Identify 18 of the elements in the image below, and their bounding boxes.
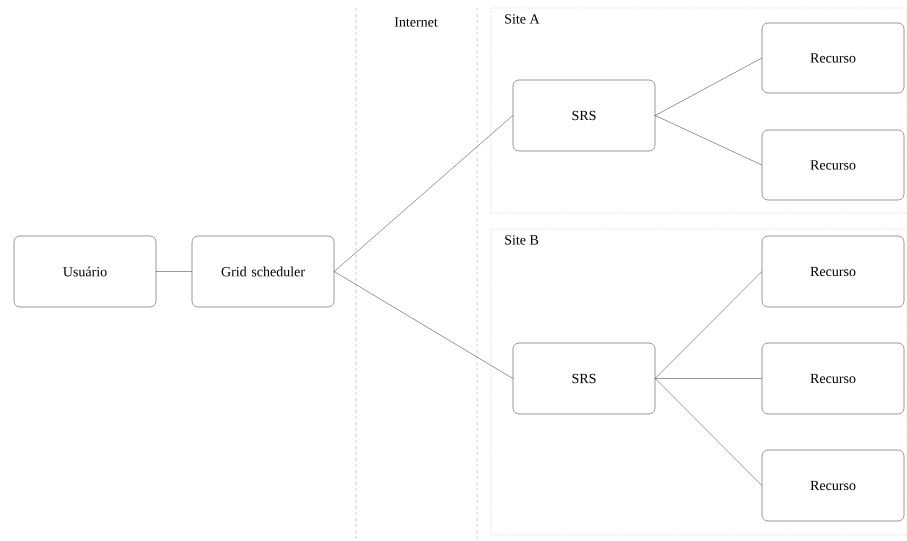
process-box: Recurso bbox=[762, 450, 904, 522]
connector-line bbox=[655, 271, 762, 379]
zone-label: Internet bbox=[394, 17, 438, 27]
connector-line bbox=[334, 115, 513, 272]
process-box: SRS bbox=[512, 342, 656, 414]
connector-line bbox=[334, 271, 513, 379]
process-box: Usuário bbox=[14, 236, 156, 308]
process-box: Recurso bbox=[762, 130, 904, 200]
process-box: Recurso bbox=[762, 342, 904, 414]
connector-line bbox=[655, 58, 762, 116]
connector-line bbox=[655, 115, 762, 166]
process-box: Grid scheduler bbox=[192, 236, 334, 308]
connector-line bbox=[655, 378, 762, 486]
process-box: Recurso bbox=[762, 22, 904, 94]
connector-line bbox=[655, 378, 762, 379]
process-box: Recurso bbox=[762, 236, 904, 308]
connector-line bbox=[156, 271, 192, 272]
process-box: SRS bbox=[512, 80, 656, 152]
